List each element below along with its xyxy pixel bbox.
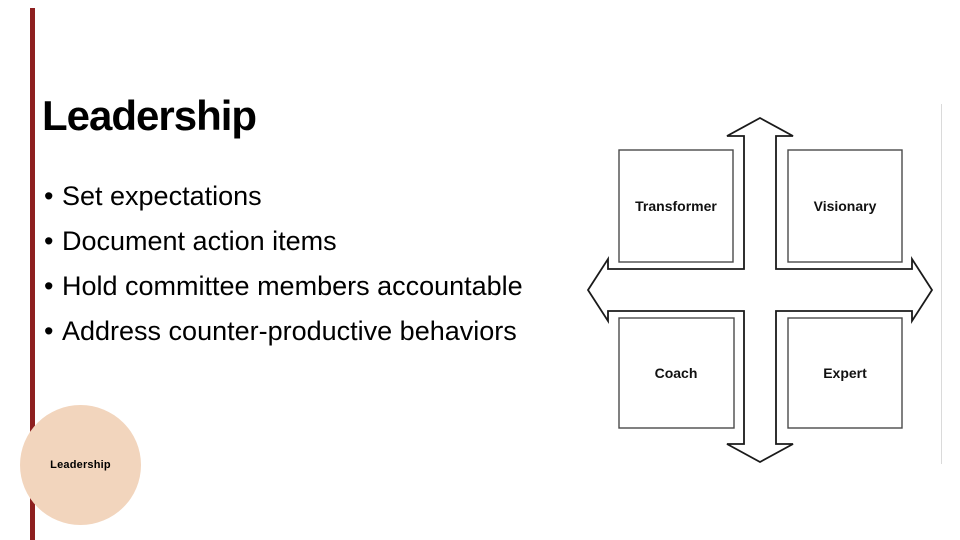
cross-arrow-icon bbox=[586, 116, 934, 464]
quadrant-box-transformer bbox=[618, 149, 734, 263]
bullet-text: Address counter-productive behaviors bbox=[62, 316, 517, 346]
bullet-text: Document action items bbox=[62, 226, 337, 256]
quadrant-label-coach: Coach bbox=[655, 365, 698, 381]
quadrant-box-coach bbox=[618, 317, 735, 429]
quadrant-label-expert: Expert bbox=[823, 365, 867, 381]
bullet-text: Set expectations bbox=[62, 181, 262, 211]
quadrant-box-visionary bbox=[787, 149, 903, 263]
leadership-badge-circle: Leadership bbox=[20, 405, 141, 525]
quadrant-box-expert bbox=[787, 317, 903, 429]
bullet-item: • Set expectations bbox=[44, 174, 523, 219]
bullet-marker: • bbox=[44, 226, 54, 256]
quadrant-diagram-svg: Transformer Visionary Coach Expert bbox=[586, 116, 934, 464]
bullet-text: Hold committee members accountable bbox=[62, 271, 523, 301]
slide-title: Leadership bbox=[42, 92, 257, 140]
bullet-marker: • bbox=[44, 181, 54, 211]
bullet-list: •Set expectations•Document action items•… bbox=[44, 174, 523, 354]
badge-label: Leadership bbox=[50, 459, 111, 471]
bullet-marker: • bbox=[44, 316, 54, 346]
quadrant-label-transformer: Transformer bbox=[635, 198, 717, 214]
left-accent-bar bbox=[30, 8, 35, 540]
bullet-item: • Address counter-productive behaviors bbox=[44, 309, 523, 354]
quadrant-diagram: Transformer Visionary Coach Expert bbox=[586, 104, 942, 464]
quadrant-label-visionary: Visionary bbox=[814, 198, 877, 214]
bullet-marker: • bbox=[44, 271, 54, 301]
bullet-item: • Hold committee members accountable bbox=[44, 264, 523, 309]
bullet-item: • Document action items bbox=[44, 219, 523, 264]
